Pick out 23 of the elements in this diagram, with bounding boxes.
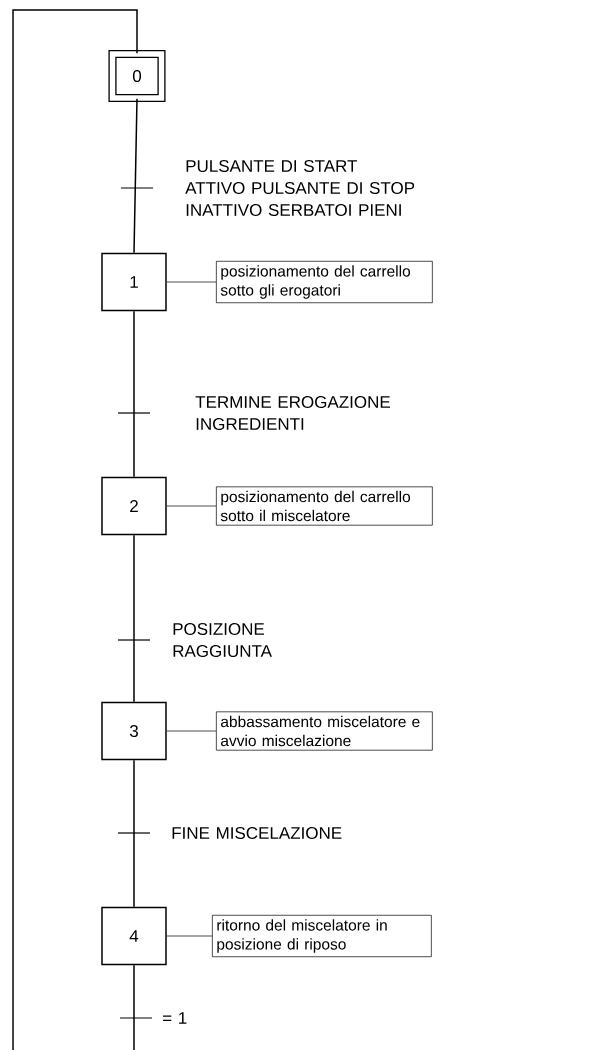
step-box: 3 [101, 701, 167, 761]
connection-line [133, 310, 135, 478]
transition-condition: POSIZIONE RAGGIUNTA [173, 623, 272, 658]
connection-line [133, 97, 138, 254]
action-box: ritorno del miscelatore in posizione di riposo [212, 914, 432, 958]
transition-condition: TERMINE EROGAZIONE INGREDIENTI [195, 396, 390, 431]
connection-line [166, 281, 217, 283]
step-box: 2 [101, 476, 167, 536]
transition-condition: = 1 [163, 1012, 187, 1024]
connection-line [166, 730, 217, 732]
transition-condition: FINE MISCELAZIONE [172, 827, 342, 840]
transition-condition: PULSANTE DI START ATTIVO PULSANTE DI STOP INATTIVO SERBATOI PIENI [185, 160, 415, 217]
initial-step-box: 0 [108, 49, 166, 103]
action-box: posizionamento del carrello sotto gli erogatori [216, 260, 433, 304]
connection-line [133, 534, 135, 703]
step-box: 1 [101, 252, 167, 312]
connection-line [12, 9, 138, 1050]
connection-line [166, 935, 213, 937]
step-box: 4 [101, 906, 167, 966]
action-box: abbassamento miscelatore e avvio miscelazione [216, 711, 433, 751]
connection-line [166, 505, 217, 507]
action-box: posizionamento del carrello sotto il miscelatore [216, 486, 433, 526]
connection-line [133, 759, 135, 908]
